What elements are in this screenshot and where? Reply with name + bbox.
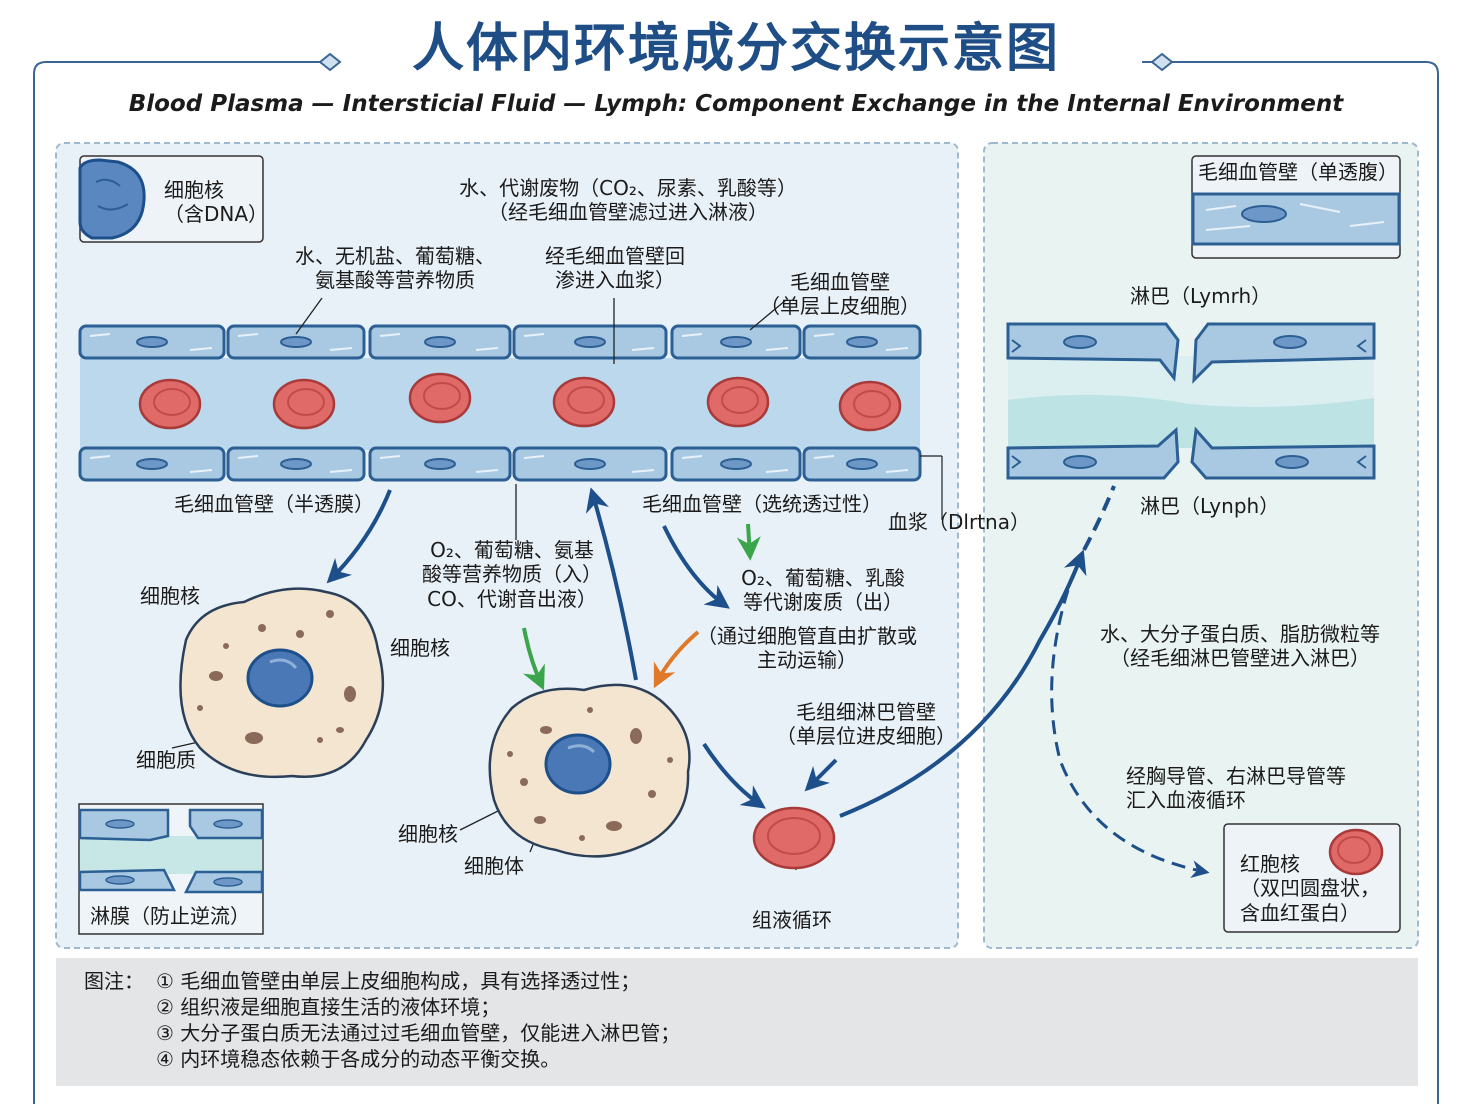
arrow-lymph-wall-to-rbc [804,758,838,792]
wall-highlight [237,333,353,351]
wall-highlight [237,455,353,473]
label-diffusion: （通过细胞管直由扩散或 主动运输） [697,624,917,673]
label-cell-nucleus-1: 细胞核 [140,584,200,608]
wall-highlight [813,455,909,473]
label-cell-body: 细胞体 [464,854,524,878]
red-blood-cell [706,376,770,428]
endothelial-nucleus [720,336,752,348]
endothelial-nucleus [720,458,752,470]
label-cell-nucleus-3: 细胞核 [398,822,458,846]
label-capillary-selective: 毛细血管壁（选统透过性） [642,492,882,516]
wall-highlight [523,455,655,473]
endothelial-nucleus [280,336,312,348]
red-blood-cell [408,372,472,424]
arrow-cell-to-capillary [585,487,638,681]
wall-highlight [89,455,213,473]
page-title: 人体内环境成分交换示意图 [411,19,1060,79]
legend-valve-box [78,803,264,935]
label-o2-in: O₂、葡萄糖、氨基 酸等营养物质（入） CO、代谢音出液） [422,538,602,611]
legend-nucleus-label: 细胞核 （含DNA） [164,178,269,227]
label-metabolic-waste: 水、代谢废物（CO₂、尿素、乳酸等） （经毛细血管壁滤过进入淋液） [459,176,797,225]
endothelial-nucleus [424,336,456,348]
note-item: ④ 内环境稳态依赖于各成分的动态平衡交换。 [156,1047,561,1071]
red-blood-cell [138,378,202,430]
page-subtitle: Blood Plasma — Intersticial Fluid — Lymp… [128,91,1344,117]
label-cell-nucleus-2: 细胞核 [390,636,450,660]
red-blood-cell-center [853,390,891,418]
diamond-left-icon [318,52,342,72]
label-cytoplasm: 细胞质 [136,748,196,772]
legend-rbc-box [1223,823,1401,933]
label-tissue-circulation: 组液循环 [752,908,832,932]
wall-highlight [681,455,789,473]
flow-arrows [326,485,1210,879]
note-item: ① 毛细血管壁由单层上皮细胞构成，具有选择透过性； [156,969,641,993]
wall-highlight [523,333,655,351]
label-plasma: 血浆（Dlrtna） [888,510,1030,534]
lymph-capillary [1006,322,1376,480]
wall-highlight [89,333,213,351]
arrow-green-in [522,627,545,691]
label-thoracic-duct: 经胸导管、右淋巴导管等 汇入血液循环 [1126,764,1346,813]
red-blood-cell-center [567,386,605,414]
endothelial-nucleus [136,336,168,348]
legend-wall-label: 毛细血管壁（单透腹） [1198,160,1398,184]
wall-highlight [379,455,499,473]
red-blood-cell-free [752,806,836,870]
legend-nucleus-box [78,155,264,243]
label-valve: 淋膜（防止逆流） [90,904,250,928]
note-item: ③ 大分子蛋白质无法通过过毛细血管壁，仅能进入淋巴管； [156,1021,681,1045]
endothelial-nucleus [574,458,606,470]
red-blood-cell [552,376,616,428]
endothelial-nucleus [574,336,606,348]
endothelial-nucleus [846,336,878,348]
arrow-cell-to-rbc [702,742,766,809]
arrow-capillary-to-cell-left [326,489,392,584]
wall-highlight [813,333,909,351]
red-blood-cell-center [287,388,325,416]
label-reabsorb: 经毛细血管壁回 渗进入血浆） [545,244,685,293]
label-lymph-bottom: 淋巴（Lynph） [1140,494,1280,518]
endothelial-nucleus [846,458,878,470]
red-blood-cell [272,378,336,430]
notes-panel [56,958,1418,1086]
label-lymph-cap-wall: 毛组细淋巴管壁 （单层位进皮细胞） [776,700,956,749]
label-o2-out: O₂、葡萄糖、乳酸 等代谢废质（出） [741,566,905,615]
label-lymph-top: 淋巴（Lymrh） [1130,284,1272,308]
wall-highlight [379,333,499,351]
label-macromolecules: 水、大分子蛋白质、脂肪微粒等 （经毛细淋巴管壁进入淋巴） [1100,622,1380,671]
arrow-green-down [736,523,761,561]
arrow-capillary-to-diffusion [662,525,730,609]
tissue-cell-left [179,587,385,779]
endothelial-nucleus [280,458,312,470]
legend-wall-box [1191,155,1401,259]
legend-rbc-label: 红胞核 （双凹圆盘状， 含血红蛋白） [1240,852,1380,925]
red-blood-cell-center [423,382,461,410]
red-blood-cell-center [153,388,191,416]
notes-heading: 图注： [84,969,144,993]
arrow-lymph-dashed-up [1082,485,1116,551]
endothelial-nucleus [424,458,456,470]
label-capillary-wall-top: 毛细血管壁 （单层上皮细胞） [760,270,920,319]
arrow-orange-diffusion [653,630,700,689]
endothelial-nucleus [136,458,168,470]
red-blood-cell [838,380,902,432]
note-item: ② 组织液是细胞直接生活的液体环境； [156,995,501,1019]
label-capillary-semipermeable: 毛细血管壁（半透膜） [174,492,374,516]
wall-highlight [681,333,789,351]
label-nutrients: 水、无机盐、葡萄糖、 氨基酸等营养物质 [295,244,495,293]
outer-frame [33,52,1439,1104]
blood-capillary [78,324,943,520]
tissue-cell-center [488,683,691,858]
diamond-right-icon [1150,52,1174,72]
red-blood-cell-center [721,386,759,414]
arrow-tissue-to-lymph [839,549,1087,818]
